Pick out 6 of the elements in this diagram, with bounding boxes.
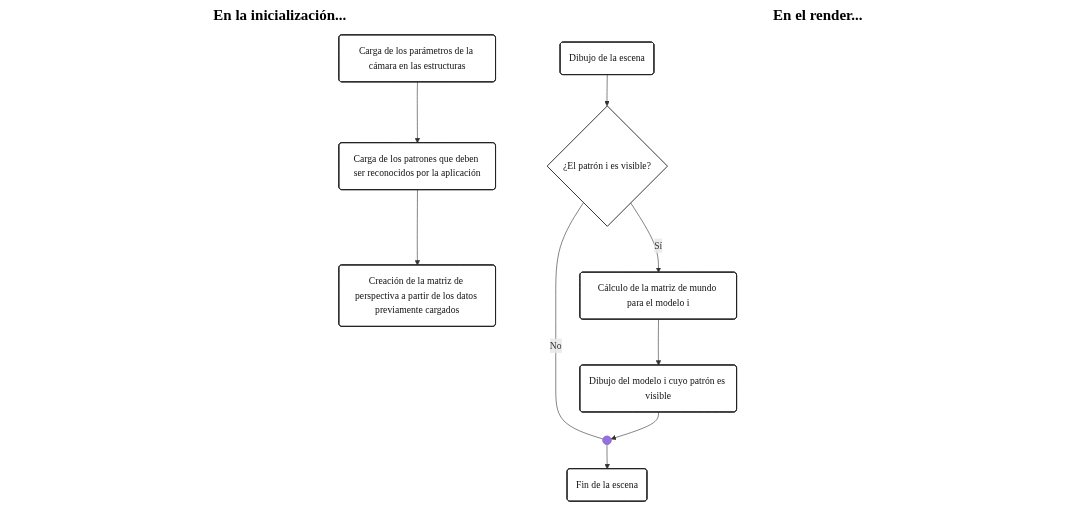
section-heading: En el render... bbox=[773, 6, 863, 24]
edge-label: No bbox=[550, 340, 562, 351]
node-diamond: ¿El patrón i es visible? bbox=[546, 105, 669, 227]
connector bbox=[555, 202, 604, 440]
section-heading: En la inicialización... bbox=[213, 6, 347, 24]
edge-label: Sí bbox=[654, 240, 663, 251]
